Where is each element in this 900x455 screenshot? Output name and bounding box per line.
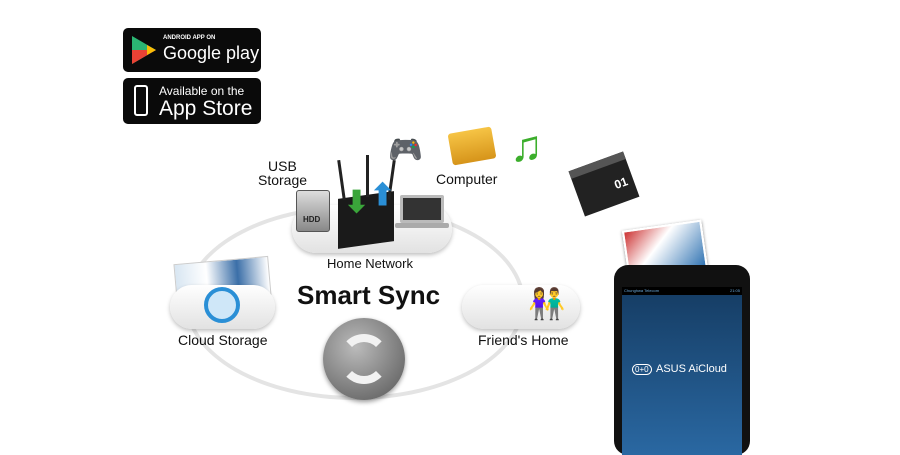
tablet: Chunghwa Telecom 21:05 0+0 ASUS AiCloud [614,265,750,455]
router-antenna [366,155,369,197]
upload-arrow-icon: ⬆ [370,179,396,212]
globe-sync-icon [204,287,240,323]
badge-small-text: Available on the [159,84,245,98]
aicloud-cloud-icon: 0+0 [632,364,652,375]
music-note-icon: ♫ [510,122,543,171]
iphone-icon [134,85,148,116]
badge-small-text: ANDROID APP ON [163,35,216,41]
computer-label: Computer [436,171,498,187]
badge-big-text: Google play [163,43,260,63]
clapper-number: 01 [612,174,630,192]
clapperboard-icon: 01 [568,151,640,217]
tablet-screen[interactable]: 0+0 ASUS AiCloud [622,295,742,455]
storage-label: Storage [258,172,308,188]
folder-icon [447,126,497,166]
app-store-badge[interactable]: Available on the App Store [123,78,261,124]
friends-home-cloud [462,285,580,329]
hdd-icon: HDD [296,190,330,232]
home-network-label: Home Network [327,256,413,271]
google-play-icon [132,36,156,64]
smart-sync-title: Smart Sync [297,280,441,310]
usb-label: USB [268,158,297,174]
google-play-badge[interactable]: ANDROID APP ON Google play [123,28,261,72]
badge-big-text: App Store [159,97,253,120]
friends-home-label: Friend's Home [478,332,569,348]
sync-icon [323,318,405,400]
gamepad-icon: 🎮 [388,134,423,165]
carrier-text: Chunghwa Telecom [624,288,660,293]
time-text: 21:05 [729,288,740,293]
download-arrow-icon: ⬇ [344,186,370,219]
laptop-base [395,223,449,228]
friends-icon: 👫 [528,288,566,321]
cloud-storage-label: Cloud Storage [178,332,268,348]
app-name: ASUS AiCloud [656,363,727,375]
laptop-icon [400,195,444,223]
status-bar: Chunghwa Telecom 21:05 [622,287,742,295]
